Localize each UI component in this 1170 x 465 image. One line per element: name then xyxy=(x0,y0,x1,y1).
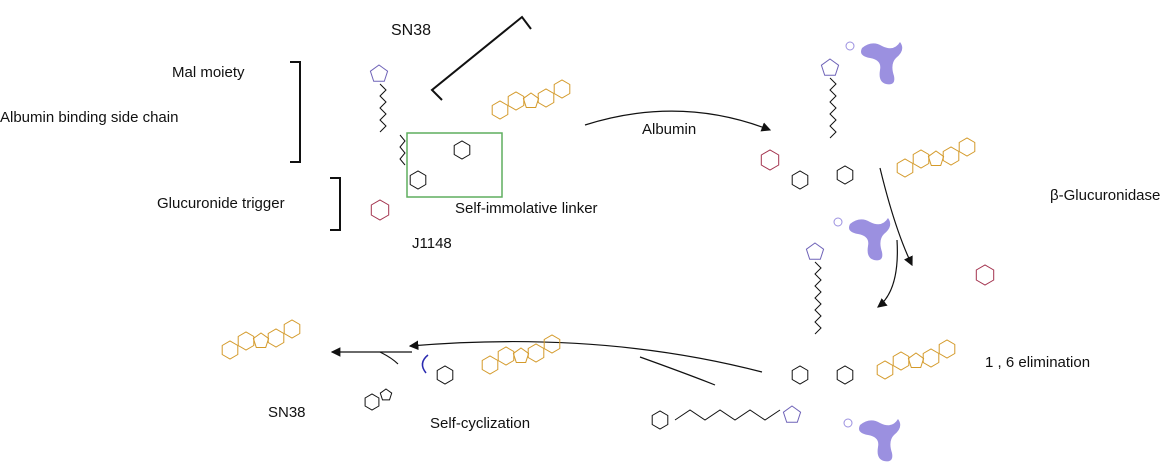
label-glucuronide-trigger: Glucuronide trigger xyxy=(157,195,285,212)
albumin-icon-link xyxy=(845,41,855,51)
alkyl-chain-4 xyxy=(674,409,781,421)
carbamate-ring-icon xyxy=(436,365,454,385)
sn38-icon-ring xyxy=(553,79,571,99)
label-cyclization: Self-cyclization xyxy=(430,415,531,432)
nitrophenyl-ring-icon-3 xyxy=(836,365,854,385)
linker-ring-icon-3 xyxy=(791,365,809,385)
sn38-icon-4-ring xyxy=(497,346,515,366)
beta-alanine-chain xyxy=(399,134,406,166)
albumin-icon-2 xyxy=(849,218,891,261)
sn38-icon-3-ring xyxy=(938,339,956,359)
label-elimination: 1 , 6 elimination xyxy=(985,354,1091,371)
sn38-icon-4-ring xyxy=(512,347,530,363)
label-glucuronidase: β-Glucuronidase xyxy=(1050,187,1161,204)
alkyl-chain xyxy=(379,83,387,133)
sn38-icon-ring xyxy=(491,100,509,120)
sn38-free-icon-ring xyxy=(267,328,285,348)
nitrophenyl-ring-icon xyxy=(453,140,471,160)
succinimide-icon-2 xyxy=(805,242,825,260)
glucuronic-acid-icon xyxy=(975,264,995,286)
sn38-icon-ring xyxy=(537,88,555,108)
sn38-icon-3-ring xyxy=(907,352,925,368)
maleimide-icon xyxy=(369,64,389,82)
sn38-icon-3-ring xyxy=(922,348,940,368)
label-albumin-chain: Albumin binding side chain xyxy=(0,109,179,126)
sn38-icon-4-ring xyxy=(543,334,561,354)
sn38-icon-2-ring xyxy=(942,146,960,166)
label-albumin: Albumin xyxy=(642,121,697,138)
arrow-glucuronidase xyxy=(879,167,913,267)
sn38-icon-3-ring xyxy=(892,351,910,371)
electron-push-arrow-icon xyxy=(421,354,429,374)
succinimide-icon-3 xyxy=(782,405,802,423)
sn38-icon-2-ring xyxy=(912,149,930,169)
linker-ring-icon xyxy=(409,170,427,190)
bracket-albumin-chain xyxy=(290,61,301,163)
sn38-free-icon-ring xyxy=(237,331,255,351)
glucuronide-icon xyxy=(370,199,390,221)
linker-ring-icon-2 xyxy=(791,170,809,190)
alkyl-chain-2 xyxy=(829,77,837,139)
sn38-free-icon-ring xyxy=(283,319,301,339)
sn38-icon-ring xyxy=(507,91,525,111)
label-sn38-bottom: SN38 xyxy=(268,404,306,421)
sn38-icon-ring xyxy=(522,92,540,108)
arrow-albumin xyxy=(584,110,772,132)
label-sn38-top: SN38 xyxy=(391,22,432,39)
nitrophenyl-ring-icon-2 xyxy=(836,165,854,185)
bracket-sn38 xyxy=(430,15,532,101)
arrow-branch xyxy=(639,356,716,386)
arrow-cyclization xyxy=(408,340,763,373)
sn38-icon-4-ring xyxy=(527,343,545,363)
albumin-icon xyxy=(861,42,903,85)
quinone-methide-ring-icon xyxy=(651,410,669,430)
albumin-icon-2-link xyxy=(833,217,843,227)
oxazolone-ring-icon xyxy=(379,388,393,401)
sn38-icon-4-ring xyxy=(481,355,499,375)
alkyl-chain-3 xyxy=(814,261,822,335)
sn38-icon-2-ring xyxy=(896,158,914,178)
label-compound: J1148 xyxy=(412,235,452,252)
linker-box xyxy=(406,132,503,198)
label-linker: Self-immolative linker xyxy=(455,200,598,217)
sn38-icon-2-ring xyxy=(927,150,945,166)
succinimide-icon xyxy=(820,58,840,76)
label-mal-moiety: Mal moiety xyxy=(172,64,245,81)
benzoxazolone-icon xyxy=(364,393,380,411)
albumin-icon-3 xyxy=(859,419,901,462)
glucuronide-icon-2 xyxy=(760,149,780,171)
sn38-icon-3-ring xyxy=(876,360,894,380)
arrow-branch-2 xyxy=(379,351,399,365)
sn38-free-icon-ring xyxy=(252,332,270,348)
albumin-icon-3-link xyxy=(843,418,853,428)
bracket-glucuronide xyxy=(330,177,341,231)
arrow-elimination xyxy=(877,239,898,308)
sn38-free-icon-ring xyxy=(221,340,239,360)
sn38-icon-2-ring xyxy=(958,137,976,157)
